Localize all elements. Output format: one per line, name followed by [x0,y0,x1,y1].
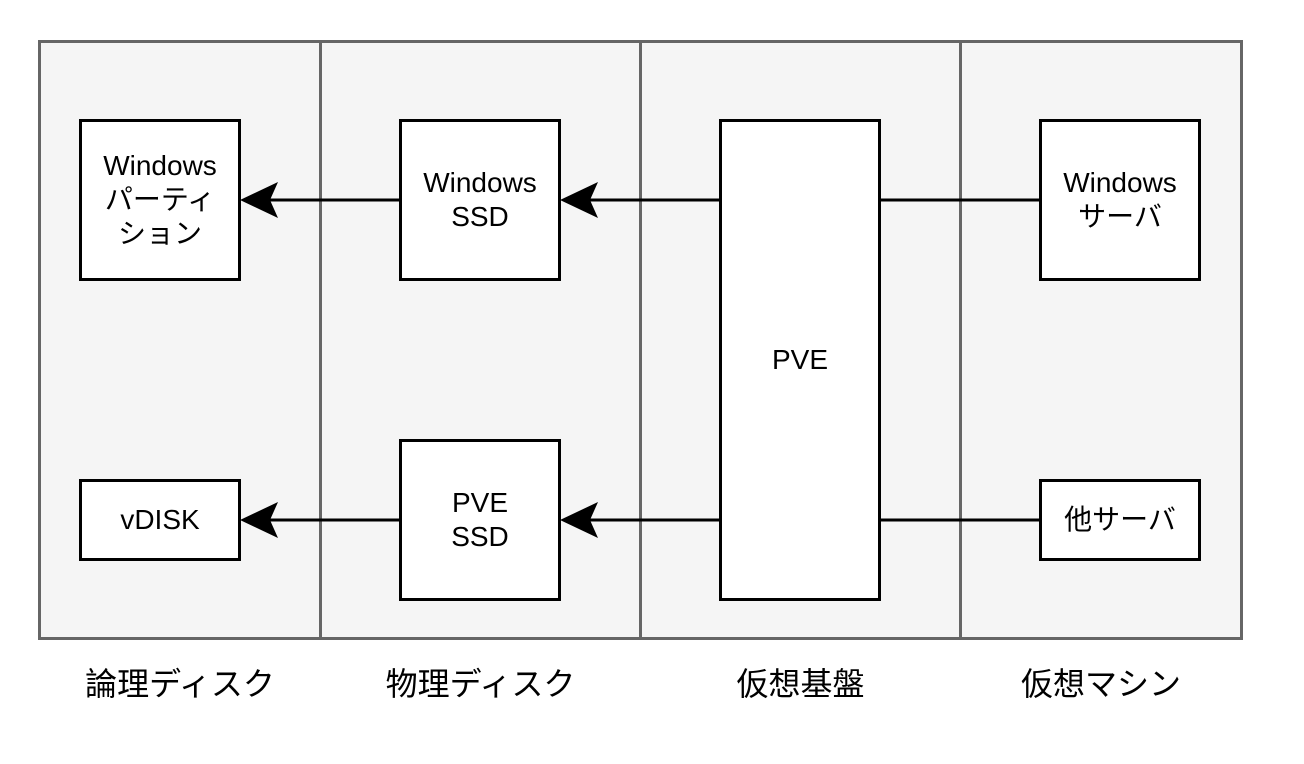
node-windows-partition-line-2: パーティ [104,184,216,215]
lane-label-virtual-machine: 仮想マシン [1020,666,1181,702]
lane-label-logical-disk: 論理ディスク [85,666,275,702]
node-pve-label: PVE [771,344,829,375]
node-windows-partition[interactable]: Windows パーティ ション [79,119,241,281]
node-other-server-label: 他サーバ [1064,504,1176,535]
node-windows-server-line-2: サーバ [1078,201,1162,232]
node-pve[interactable]: PVE [719,119,881,601]
lane-label-virtual-platform: 仮想基盤 [736,666,865,702]
node-other-server[interactable]: 他サーバ [1039,479,1201,561]
node-pve-ssd-line-2: SSD [451,521,509,552]
lane-label-physical-disk: 物理ディスク [385,666,576,702]
node-windows-server-line-1: Windows [1063,167,1177,198]
node-pve-ssd-line-1: PVE [451,487,508,518]
node-windows-ssd-line-2: SSD [451,201,509,232]
node-vdisk-label: vDISK [120,504,200,535]
node-windows-ssd-line-1: Windows [423,167,537,198]
node-windows-partition-line-3: ション [117,218,202,249]
node-windows-partition-line-1: Windows [103,150,217,181]
node-windows-server[interactable]: Windows サーバ [1039,119,1201,281]
node-pve-ssd[interactable]: PVE SSD [399,439,561,601]
node-windows-ssd[interactable]: Windows SSD [399,119,561,281]
node-vdisk[interactable]: vDISK [79,479,241,561]
